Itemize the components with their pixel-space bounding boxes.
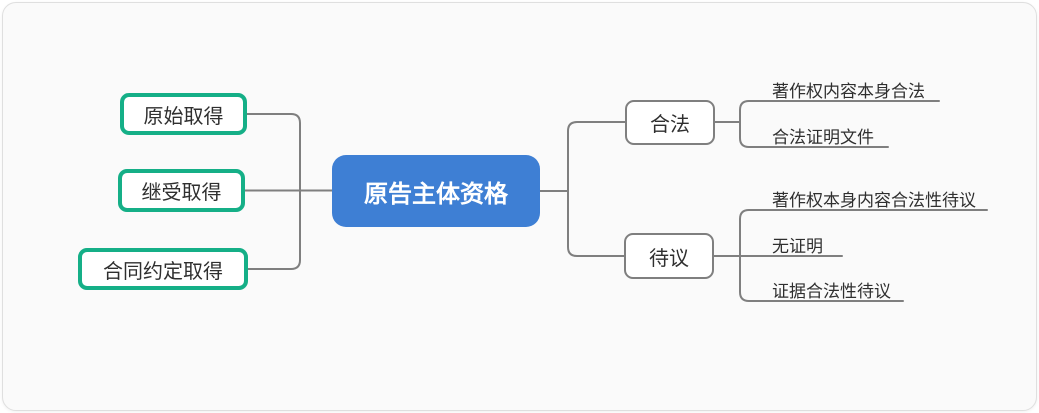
connector-right-bracket — [567, 121, 626, 257]
node-legal[interactable]: 合法 — [625, 100, 715, 145]
leaf-legal-proof-document[interactable]: 合法证明文件 — [772, 128, 874, 147]
node-original-acquisition[interactable]: 原始取得 — [120, 93, 247, 135]
leaf-evidence-legality-pending[interactable]: 证据合法性待议 — [772, 282, 891, 301]
root-node-plaintiff-qualification[interactable]: 原告主体资格 — [332, 155, 540, 227]
node-succession-acquisition[interactable]: 继受取得 — [118, 169, 245, 212]
node-contract-acquisition[interactable]: 合同约定取得 — [78, 248, 248, 290]
leaf-no-proof[interactable]: 无证明 — [772, 237, 823, 256]
connector-legal-leaves — [739, 100, 940, 148]
leaf-copyright-content-legal[interactable]: 著作权内容本身合法 — [772, 82, 925, 101]
node-pending[interactable]: 待议 — [624, 233, 714, 279]
leaf-copyright-legality-pending[interactable]: 著作权本身内容合法性待议 — [772, 191, 976, 210]
